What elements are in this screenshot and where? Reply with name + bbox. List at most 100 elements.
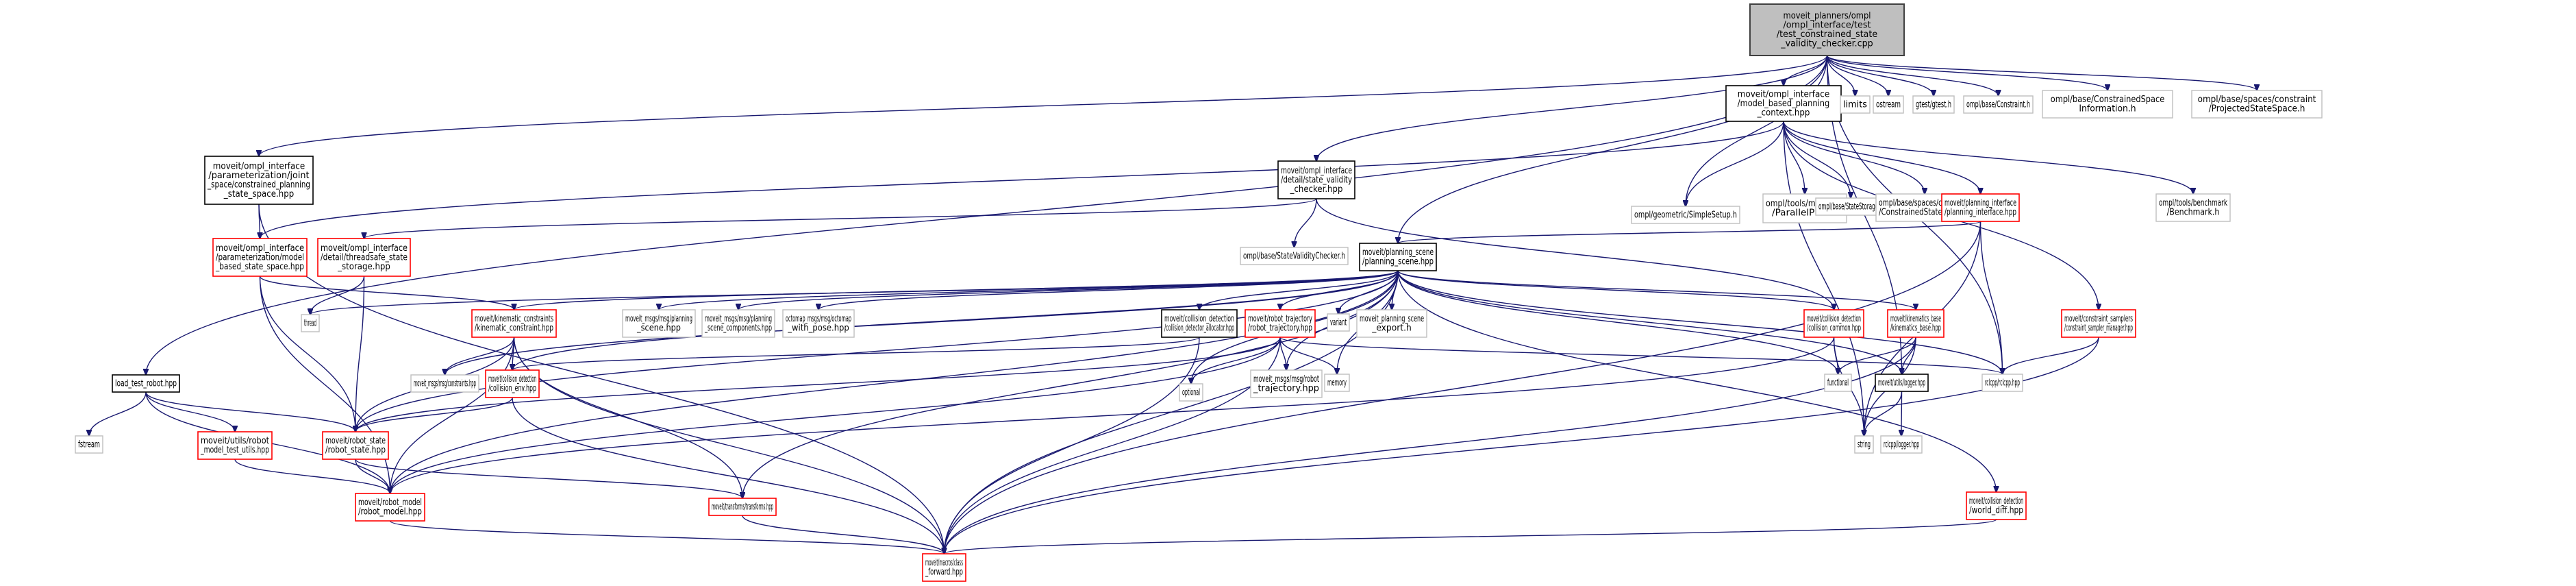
node-constraint_h: ompl/base/Constraint.h: [1963, 95, 2034, 114]
node-label-line: ompl/base/StateStorage.h: [1818, 202, 1883, 212]
node-root[interactable]: moveit_planners/ompl/ompl_interface/test…: [1749, 3, 1905, 56]
node-kb[interactable]: moveit/kinematics_base/kinematics_base.h…: [1887, 309, 1944, 338]
edge-ps-to-functional: [1397, 270, 1838, 374]
node-cda[interactable]: moveit/collision_detection/collision_det…: [1161, 309, 1238, 338]
node-label-line: /constraint_sampler_manager.hpp: [2064, 323, 2133, 334]
node-rt[interactable]: moveit/robot_trajectory/robot_trajectory…: [1245, 309, 1316, 338]
node-ps[interactable]: moveit/planning_scene/planning_scene.hpp: [1359, 243, 1437, 271]
node-box: [1963, 95, 2034, 114]
edge-layer: [89, 55, 2257, 554]
node-label-line: moveit/constraint_samplers: [2064, 314, 2133, 324]
node-svc[interactable]: moveit/ompl_interface/detail/state_valid…: [1277, 160, 1355, 199]
edge-csm-to-cf: [945, 337, 2099, 554]
node-label-line: rclcpp/rclcpp.hpp: [1985, 378, 2020, 388]
edge-ps-to-cda: [1199, 270, 1399, 310]
node-label-line: moveit/planning_scene: [1362, 247, 1434, 258]
node-box: [1250, 369, 1323, 398]
node-label-line: ostream: [1876, 99, 1901, 110]
node-label-line: gtest/gtest.h: [1916, 99, 1951, 110]
edge-tss-to-rs: [355, 276, 365, 432]
edge-mbpc-to-pi: [1783, 121, 1981, 194]
edge-csm-to-rclcpp: [2003, 337, 2099, 374]
edge-mbpc-to-benchmark: [1783, 121, 2193, 194]
node-label-line: _export.h: [1371, 323, 1412, 334]
node-cpss[interactable]: moveit/ompl_interface/parameterization/j…: [204, 156, 314, 205]
node-label-line: _based_state_space.hpp: [215, 262, 304, 272]
node-label-line: ompl/geometric/SimpleSetup.h: [1634, 210, 1737, 220]
edge-root-to-limits: [1826, 55, 1855, 96]
node-rs[interactable]: moveit/robot_state/robot_state.hpp: [322, 431, 389, 460]
node-csm[interactable]: moveit/constraint_samplers/constraint_sa…: [2061, 309, 2136, 338]
node-box: [701, 309, 775, 338]
node-label-line: moveit/robot_trajectory: [1248, 314, 1312, 324]
edge-root-to-ostream: [1826, 55, 1889, 96]
edge-svc-to-svch: [1295, 198, 1317, 247]
node-simplesetup: ompl/geometric/SimpleSetup.h: [1631, 206, 1740, 224]
node-box: [1327, 313, 1350, 332]
node-memory: memory: [1324, 374, 1350, 392]
node-transforms[interactable]: moveit/transforms/transforms.hpp: [708, 498, 777, 516]
node-box: [1359, 243, 1437, 271]
node-box: [301, 314, 320, 332]
node-box: [1873, 95, 1904, 114]
edge-rt-to-rclcpp: [1279, 337, 2003, 374]
node-cc[interactable]: moveit/collision_detection/collision_com…: [1803, 309, 1864, 338]
edge-rt-to-optional: [1191, 337, 1281, 384]
edge-ps-to-rs: [355, 270, 1399, 432]
node-label-line: _storage.hpp: [337, 262, 390, 272]
node-wd[interactable]: moveit/collision_detection/world_diff.hp…: [1966, 491, 2027, 520]
edge-ltr-to-rmtu: [145, 391, 235, 432]
node-label-line: octomap_msgs/msg/octomap: [786, 314, 851, 324]
edge-mbss-to-kc: [259, 276, 514, 310]
node-box: [922, 553, 966, 582]
node-box: [1161, 309, 1238, 338]
node-rm[interactable]: moveit/robot_model/robot_model.hpp: [355, 493, 425, 522]
node-ce[interactable]: moveit/collision_detection/collision_env…: [485, 369, 540, 398]
node-label-line: _state_space.hpp: [223, 189, 294, 199]
node-box: [204, 156, 314, 205]
node-svch: ompl/base/StateValidityChecker.h: [1240, 247, 1349, 265]
edge-ltr-to-rs: [145, 391, 355, 432]
node-mbss[interactable]: moveit/ompl_interface/parameterization/m…: [212, 238, 308, 277]
node-label-line: moveit/collision_detection: [1807, 314, 1861, 324]
node-mbpc[interactable]: moveit/ompl_interface/model_based_planni…: [1725, 85, 1842, 122]
edge-ps-to-kb: [1397, 270, 1916, 310]
node-kc[interactable]: moveit/kinematic_constraints/kinematic_c…: [471, 309, 557, 338]
node-label-line: moveit/planning_interface: [1944, 198, 2016, 208]
node-box: [355, 493, 425, 522]
node-logger[interactable]: moveit/utils/logger.hpp: [1875, 374, 1929, 392]
node-mpse: moveit_planning_scene_export.h: [1356, 309, 1427, 338]
node-box: [2155, 193, 2231, 222]
node-pi[interactable]: moveit/planning_interface/planning_inter…: [1941, 193, 2020, 222]
node-tss[interactable]: moveit/ompl_interface/detail/threadsafe_…: [317, 238, 411, 277]
edge-ps-to-cc: [1397, 270, 1834, 310]
edge-ps-to-ce: [512, 270, 1399, 370]
node-label-line: limits: [1843, 99, 1867, 110]
node-label-line: _space/constrained_planning: [207, 180, 310, 191]
node-label-line: /parameterization/joint: [208, 171, 309, 181]
node-label-line: /robot_state.hpp: [325, 445, 386, 456]
node-rmtu[interactable]: moveit/utils/robot_model_test_utils.hpp: [197, 431, 273, 460]
node-box: [1749, 3, 1905, 56]
node-box: [1912, 95, 1955, 114]
node-label-line: rclcpp/logger.hpp: [1884, 439, 1919, 450]
edge-root-to-csi: [1826, 55, 2108, 90]
node-box: [1824, 374, 1852, 392]
edge-pi-to-cf: [945, 221, 1981, 554]
edge-logger-to-rclcpp_logger: [1901, 391, 1902, 436]
node-box: [2191, 90, 2323, 119]
node-box: [1887, 309, 1944, 338]
node-label-line: _forward.hpp: [925, 567, 963, 578]
node-ltr[interactable]: load_test_robot.hpp: [112, 374, 180, 393]
node-string: string: [1854, 435, 1874, 454]
node-label-line: /robot_model.hpp: [358, 507, 422, 517]
node-label-line: moveit/kinematic_constraints: [475, 314, 553, 324]
node-box: [622, 309, 696, 338]
node-cf[interactable]: moveit/macros/class_forward.hpp: [922, 553, 966, 582]
node-box: [1245, 309, 1316, 338]
node-label-line: /parameterization/model: [216, 252, 304, 263]
node-label-line: optional: [1182, 387, 1200, 398]
node-label-line: ompl/base/spaces/constraint: [2198, 95, 2316, 105]
node-label-line: _context.hpp: [1757, 108, 1810, 118]
